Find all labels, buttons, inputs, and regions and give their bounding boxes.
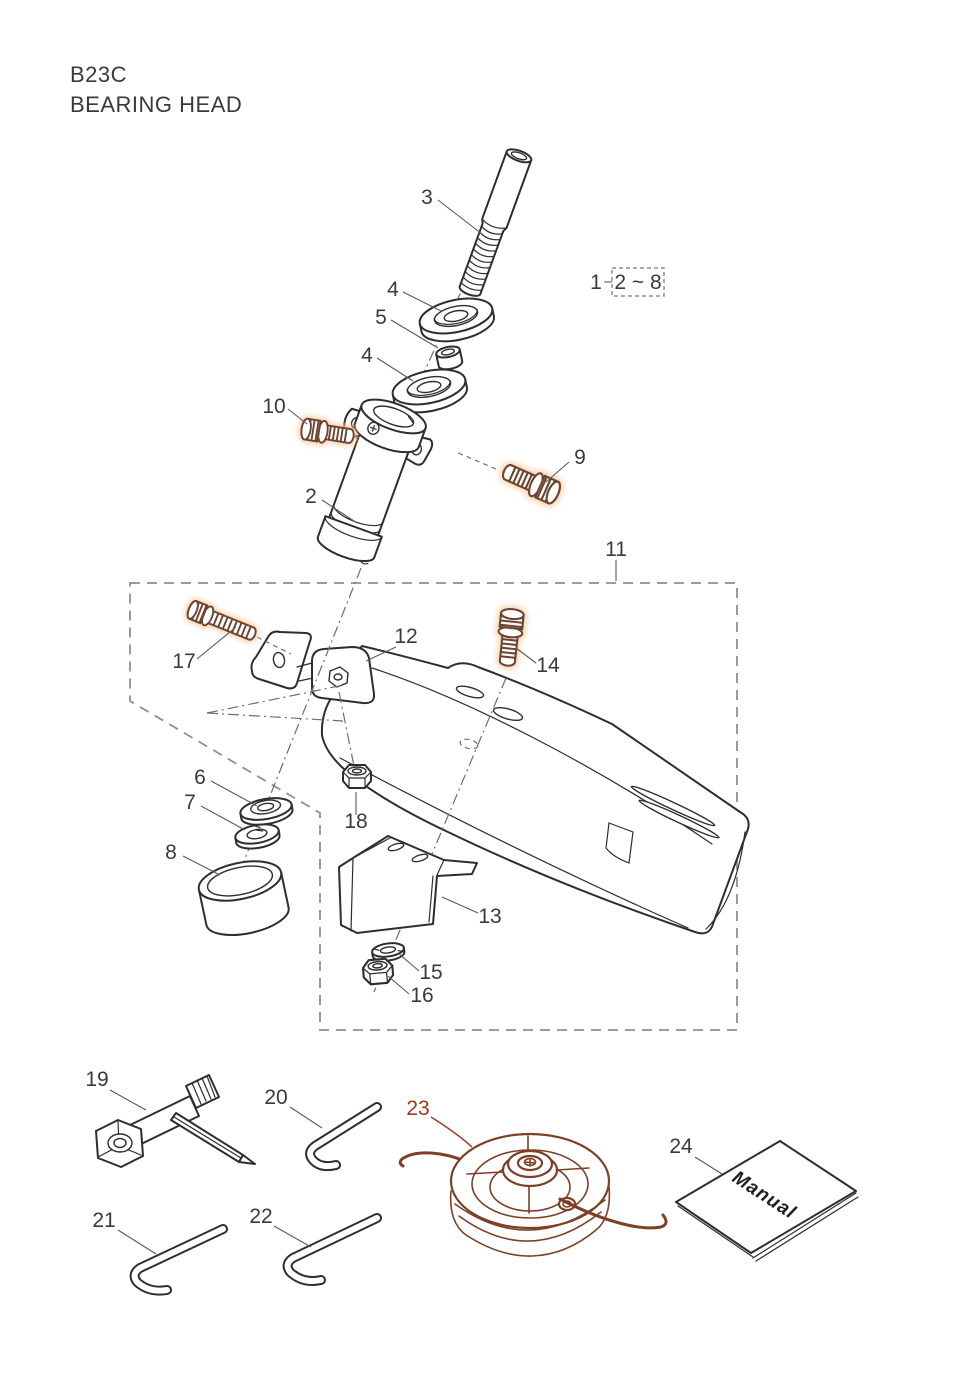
label-23-leader xyxy=(430,1116,473,1148)
label-9: 9 xyxy=(574,446,586,469)
bracket-12 xyxy=(250,630,376,705)
label-19: 19 xyxy=(85,1068,108,1091)
hex-key-22 xyxy=(282,1213,382,1286)
label-12: 12 xyxy=(394,625,417,648)
part-3-shaft xyxy=(458,148,533,297)
label-14: 14 xyxy=(536,654,560,677)
cup-8 xyxy=(194,853,294,943)
nut-16 xyxy=(361,957,395,986)
page-title-text: BEARING HEAD xyxy=(70,92,243,117)
bolt-14 xyxy=(495,608,525,667)
label-2: 2 xyxy=(305,485,317,508)
spacer-5 xyxy=(434,343,465,373)
label-17: 17 xyxy=(172,650,195,673)
label-24: 24 xyxy=(669,1135,693,1158)
label-21: 21 xyxy=(92,1209,115,1232)
label-22: 22 xyxy=(249,1205,272,1228)
label-1-range: 2 ~ 8 xyxy=(614,271,661,294)
label-18: 18 xyxy=(344,810,367,833)
label-11: 11 xyxy=(605,538,627,561)
label-leader-lines xyxy=(109,199,723,1255)
label-20: 20 xyxy=(264,1086,287,1109)
assembly-box-11 xyxy=(129,582,738,1031)
tool-19-socket-wrench xyxy=(95,1074,256,1168)
hex-key-20 xyxy=(305,1102,382,1172)
label-7: 7 xyxy=(184,791,196,814)
guard-deflector xyxy=(320,645,750,935)
label-4a: 4 xyxy=(387,278,399,301)
part-2-housing xyxy=(316,398,434,565)
label-6: 6 xyxy=(194,766,206,789)
washer-6 xyxy=(237,793,296,830)
bearing-4-upper xyxy=(415,291,499,349)
label-1: 1 xyxy=(590,271,602,294)
label-4b: 4 xyxy=(361,344,373,367)
label-5: 5 xyxy=(375,306,387,329)
assembly-range-box xyxy=(611,267,665,297)
label-23: 23 xyxy=(406,1097,429,1120)
label-8: 8 xyxy=(165,841,177,864)
model-code: B23C xyxy=(70,62,128,87)
hex-key-21 xyxy=(129,1224,228,1296)
page-title: B23C BEARING HEAD xyxy=(70,60,242,120)
label-3: 3 xyxy=(421,186,433,209)
label-10: 10 xyxy=(262,395,285,418)
washer-7 xyxy=(232,820,283,853)
nut-18 xyxy=(342,764,372,789)
label-15: 15 xyxy=(419,961,442,984)
part-number-labels: 3 4 5 4 10 9 2 1 2 ~ 8 11 17 12 14 6 7 8… xyxy=(85,186,693,1232)
label-16: 16 xyxy=(410,984,433,1007)
bolt-9 xyxy=(499,459,563,505)
manual-24: Manual xyxy=(675,1140,859,1262)
label-13: 13 xyxy=(478,905,501,928)
trimmer-head-23 xyxy=(398,1132,668,1257)
bolt-17 xyxy=(185,599,258,644)
clamp-13 xyxy=(338,835,478,934)
